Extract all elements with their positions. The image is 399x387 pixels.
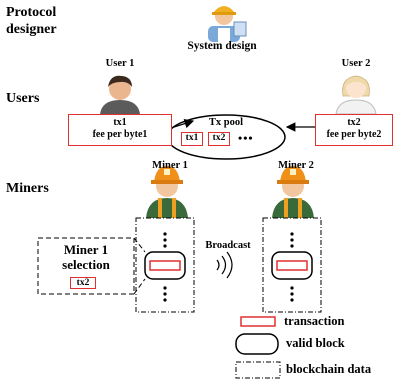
pool-more-dots: ••• bbox=[238, 131, 254, 145]
miner1-blockchain-frame bbox=[135, 217, 195, 313]
pool-tx1: tx1 bbox=[181, 132, 203, 146]
legend-valid-block-label: valid block bbox=[286, 336, 345, 350]
legend-transaction-symbol bbox=[240, 316, 276, 327]
arrow-user1-to-pool bbox=[170, 118, 195, 129]
user-male-icon bbox=[100, 75, 140, 114]
user1-tx-box: tx1 fee per byte1 bbox=[68, 114, 172, 146]
user2-name: User 2 bbox=[341, 58, 371, 69]
pool-tx2: tx2 bbox=[208, 132, 230, 146]
selection-tx2: tx2 bbox=[70, 277, 96, 289]
user1-name: User 1 bbox=[105, 58, 135, 69]
user1-fee-label: fee per byte1 bbox=[92, 129, 148, 140]
user-female-icon bbox=[335, 75, 377, 115]
broadcast-waves-icon bbox=[216, 251, 233, 279]
miner1-name: Miner 1 bbox=[152, 160, 188, 171]
miner1-selection-title: Miner 1 selection bbox=[62, 242, 110, 272]
tx-pool-title: Tx pool bbox=[208, 117, 244, 128]
miner-icon bbox=[146, 166, 188, 218]
miner2-block-transaction bbox=[276, 260, 308, 271]
user2-tx-label: tx2 bbox=[347, 117, 361, 128]
legend-blockchain-data-label: blockchain data bbox=[286, 362, 372, 376]
engineer-icon bbox=[208, 6, 247, 42]
miner2-name: Miner 2 bbox=[278, 160, 314, 171]
user1-tx-label: tx1 bbox=[113, 117, 127, 128]
legend-transaction-label: transaction bbox=[284, 314, 345, 328]
label-miners: Miners bbox=[6, 181, 49, 196]
label-users: Users bbox=[6, 91, 40, 106]
miner1-block-transaction bbox=[149, 260, 181, 271]
broadcast-label: Broadcast bbox=[205, 240, 251, 251]
user2-tx-box: tx2 fee per byte2 bbox=[315, 114, 393, 146]
system-design-label: System design bbox=[187, 40, 257, 52]
legend-blockchain-data-symbol bbox=[235, 361, 281, 379]
miner-icon bbox=[272, 166, 314, 218]
legend-valid-block-symbol bbox=[235, 333, 279, 355]
miner2-blockchain-frame bbox=[262, 217, 322, 313]
label-protocol-designer: Protocol designer bbox=[6, 5, 57, 37]
user2-fee-label: fee per byte2 bbox=[326, 129, 382, 140]
